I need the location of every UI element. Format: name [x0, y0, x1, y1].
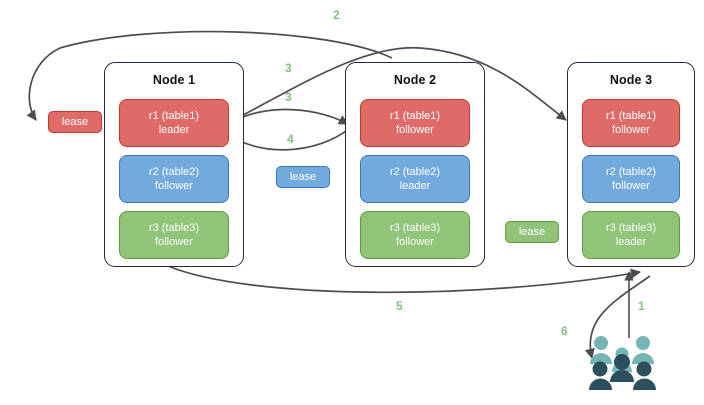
replica-role: follower [396, 236, 434, 248]
replica-role: follower [155, 180, 193, 192]
replica-box[interactable]: r1 (table1) leader [119, 99, 229, 147]
replica-name: r3 (table3) [389, 222, 441, 234]
lease-pill-r2[interactable]: lease [276, 166, 330, 188]
step-label-1: 1 [638, 299, 645, 313]
node-title: Node 2 [393, 73, 437, 87]
replica-box[interactable]: r3 (table3) follower [119, 211, 229, 259]
step-label-4: 4 [287, 132, 294, 146]
replica-box[interactable]: r2 (table2) follower [582, 155, 680, 203]
replica-box[interactable]: r1 (table1) follower [360, 99, 470, 147]
replica-box[interactable]: r3 (table3) leader [582, 211, 680, 259]
lease-pill-r3[interactable]: lease [505, 221, 559, 243]
edge-step-5 [167, 265, 642, 294]
replica-name: r2 (table2) [389, 166, 441, 178]
replica-role: leader [615, 236, 647, 248]
users-icon [589, 336, 656, 390]
replica-name: r1 (table1) [148, 110, 200, 122]
step-label-3b: 3 [285, 90, 292, 104]
replica-role: leader [399, 180, 431, 192]
replica-role: follower [612, 124, 650, 136]
step-label-6: 6 [561, 324, 568, 338]
replica-box[interactable]: r1 (table1) follower [582, 99, 680, 147]
node-title: Node 3 [609, 73, 653, 87]
replica-name: r2 (table2) [605, 166, 657, 178]
node-title: Node 1 [152, 73, 196, 87]
node-card-1[interactable]: Node 1 r1 (table1) leader r2 (table2) fo… [104, 62, 244, 267]
replica-name: r3 (table3) [148, 222, 200, 234]
replica-box[interactable]: r3 (table3) follower [360, 211, 470, 259]
replica-name: r2 (table2) [148, 166, 200, 178]
step-label-2: 2 [333, 8, 340, 22]
node-card-2[interactable]: Node 2 r1 (table1) follower r2 (table2) … [345, 62, 485, 267]
lease-pill-r1[interactable]: lease [48, 111, 102, 133]
replica-role: follower [612, 180, 650, 192]
replica-box[interactable]: r2 (table2) follower [119, 155, 229, 203]
node-card-3[interactable]: Node 3 r1 (table1) follower r2 (table2) … [567, 62, 695, 267]
step-label-5: 5 [396, 299, 403, 313]
replica-role: follower [155, 236, 193, 248]
replica-name: r1 (table1) [389, 110, 441, 122]
replica-role: leader [158, 124, 190, 136]
step-label-3a: 3 [285, 61, 292, 75]
replica-name: r1 (table1) [605, 110, 657, 122]
replica-box[interactable]: r2 (table2) leader [360, 155, 470, 203]
replica-role: follower [396, 124, 434, 136]
replica-name: r3 (table3) [605, 222, 657, 234]
